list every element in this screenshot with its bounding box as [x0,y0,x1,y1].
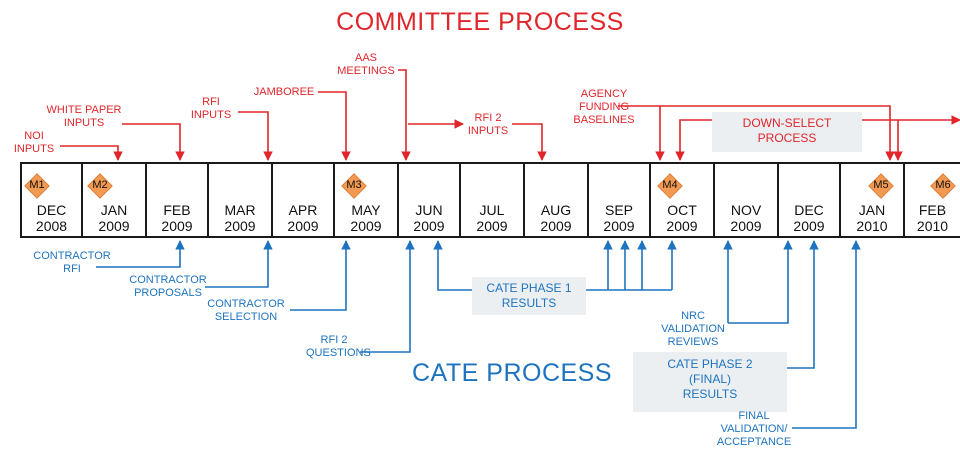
milestone-m6: M6 [930,173,956,199]
month-label: FEB 2010 [916,202,949,234]
month-cell-feb-2009: FEB 2009 [145,162,209,238]
rfi-inputs-label: RFI INPUTS [190,96,232,121]
white-paper-inputs-label: WHITE PAPER INPUTS [46,104,122,129]
month-cell-apr-2009: APR 2009 [271,162,335,238]
phase1-arrow-a [433,240,472,291]
milestone-label: M6 [935,179,951,191]
rfi2-questions-arrow [360,240,415,353]
contractor-rfi-arrow [96,240,185,268]
month-label: JUL 2009 [476,202,508,234]
month-cell-aug-2009: AUG 2009 [523,162,589,238]
milestone-m3: M3 [341,173,367,199]
milestone-label: M2 [92,179,108,191]
rfi2-questions-label: RFI 2 QUESTIONS [306,334,371,359]
milestone-label: M5 [873,179,889,191]
month-label: NOV 2009 [730,202,762,234]
rfi2-inputs-label: RFI 2 INPUTS [467,112,509,137]
month-label: DEC 2008 [35,202,68,234]
contractor-selection-arrow [290,240,351,311]
contractor-selection-label: CONTRACTOR SELECTION [207,298,285,323]
down-select-process-box: DOWN-SELECT PROCESS [712,112,862,152]
month-label: DEC 2009 [793,202,825,234]
milestone-m1: M1 [24,173,50,199]
month-cell-sep-2009: SEP 2009 [587,162,651,238]
rfi2-inputs-arrow-b [512,123,547,161]
agency-arrow-b [660,105,895,161]
month-cell-nov-2009: NOV 2009 [713,162,779,238]
month-cell-feb-2010: FEB 2010 [903,162,960,238]
cate-phase2-results-box: CATE PHASE 2 (FINAL) RESULTS [633,352,787,412]
month-cell-jan-2010: JAN 2010 [839,162,905,238]
month-cell-dec-2008: DEC 2008 [20,162,83,238]
committee-arrows [60,69,960,161]
phase2-arrow [787,240,819,369]
committee-process-title: COMMITTEE PROCESS [336,8,624,36]
nrc-validation-reviews-label: NRC VALIDATION REVIEWS [661,310,725,348]
noi-arrow [60,145,123,161]
milestone-label: M3 [346,179,362,191]
milestone-label: M4 [662,179,678,191]
contractor-proposals-arrow [205,240,273,288]
downselect-arrow-b [862,119,903,161]
month-cell-oct-2009: OCT 2009 [649,162,715,238]
month-cell-dec-2009: DEC 2009 [777,162,841,238]
month-label: JAN 2009 [98,202,130,234]
cate-phase1-results-box: CATE PHASE 1 RESULTS [472,277,586,315]
month-label: MAY 2009 [350,202,382,234]
month-label: JAN 2010 [856,202,888,234]
month-cell-jan-2009: JAN 2009 [81,162,147,238]
contractor-proposals-label: CONTRACTOR PROPOSALS [129,274,207,299]
aas-meetings-label: AAS MEETINGS [337,52,395,77]
cate-process-title: CATE PROCESS [412,359,613,387]
contractor-rfi-label: CONTRACTOR RFI [33,250,111,275]
month-label: JUN 2009 [413,202,445,234]
month-label: SEP 2009 [603,202,635,234]
milestone-m4: M4 [657,173,683,199]
month-cell-may-2009: MAY 2009 [333,162,399,238]
final-arrow [792,240,861,429]
milestone-label: M1 [29,179,45,191]
cate-arrows [96,240,861,429]
month-label: OCT 2009 [666,202,698,234]
jamboree-arrow [318,91,351,161]
jamboree-label: JAMBOREE [253,86,315,98]
downselect-arrow-a [675,119,712,161]
aas-arrow [398,69,411,161]
milestone-m2: M2 [87,173,113,199]
nrc-arrow-b [728,240,793,324]
final-validation-acceptance-label: FINAL VALIDATION/ ACCEPTANCE [716,410,792,448]
milestone-m5: M5 [868,173,894,199]
agency-funding-baselines-label: AGENCY FUNDING BASELINES [573,88,635,126]
month-label: MAR 2009 [224,202,256,234]
rfi-inputs-arrow [238,111,273,161]
month-label: FEB 2009 [161,202,193,234]
white-paper-arrow [122,123,185,161]
month-label: AUG 2009 [540,202,572,234]
noi-inputs-label: NOI INPUTS [13,130,55,155]
month-label: APR 2009 [287,202,319,234]
